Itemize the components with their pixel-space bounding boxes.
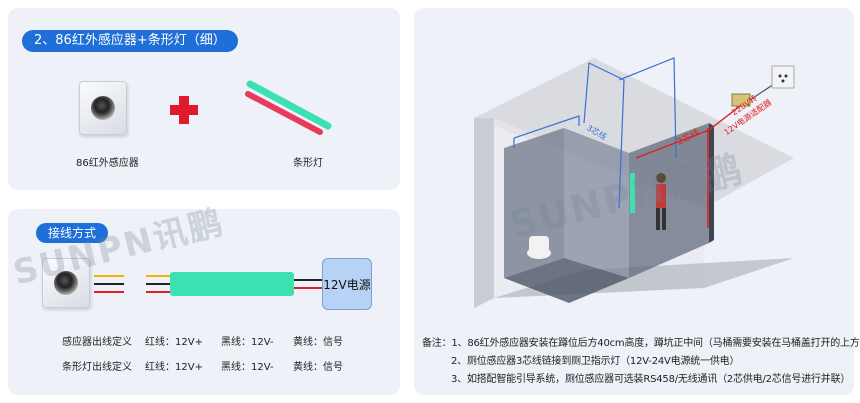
strip-wire-def-name: 条形灯出线定义 <box>62 362 132 373</box>
wiring-diagram <box>94 272 322 296</box>
strip-wire-yellow: 黄线：信号 <box>293 362 343 373</box>
section-title-product: 2、86红外感应器+条形灯（细） <box>22 30 238 52</box>
sensor-wire-red: 红线：12V+ <box>145 337 203 348</box>
strip-label: 条形灯 <box>293 158 323 169</box>
restroom-scene <box>474 57 795 308</box>
sensor-label: 86红外感应器 <box>76 158 139 169</box>
sensor-wire-black: 黑线：12V- <box>221 337 274 348</box>
note-2: 2、厕位感应器3芯线链接到厕卫指示灯（12V-24V电源统一供电） <box>451 356 740 367</box>
section-title-wiring: 接线方式 <box>36 223 109 243</box>
note-3: 3、如搭配智能引导系统，厕位感应器可选装RS458/无线通讯（2芯供电/2芯信号… <box>451 374 851 385</box>
wiring-sensor-lens-icon <box>54 271 78 295</box>
power-supply-box: 12V电源 <box>322 258 372 310</box>
wiring-sensor-image <box>42 258 90 308</box>
note-1: 备注：1、86红外感应器安装在蹲位后方40cm高度，蹲坑正中间（马桶需要安装在马… <box>422 338 860 349</box>
sensor-wire-yellow: 黄线：信号 <box>293 337 343 348</box>
ir-sensor-image <box>79 81 127 135</box>
strip-wire-red: 红线：12V+ <box>145 362 203 373</box>
strip-wire-black: 黑线：12V- <box>221 362 274 373</box>
sensor-wire-def-name: 感应器出线定义 <box>62 337 132 348</box>
light-strip-image <box>245 80 332 135</box>
plus-icon <box>170 96 198 124</box>
sensor-lens-icon <box>91 96 115 120</box>
